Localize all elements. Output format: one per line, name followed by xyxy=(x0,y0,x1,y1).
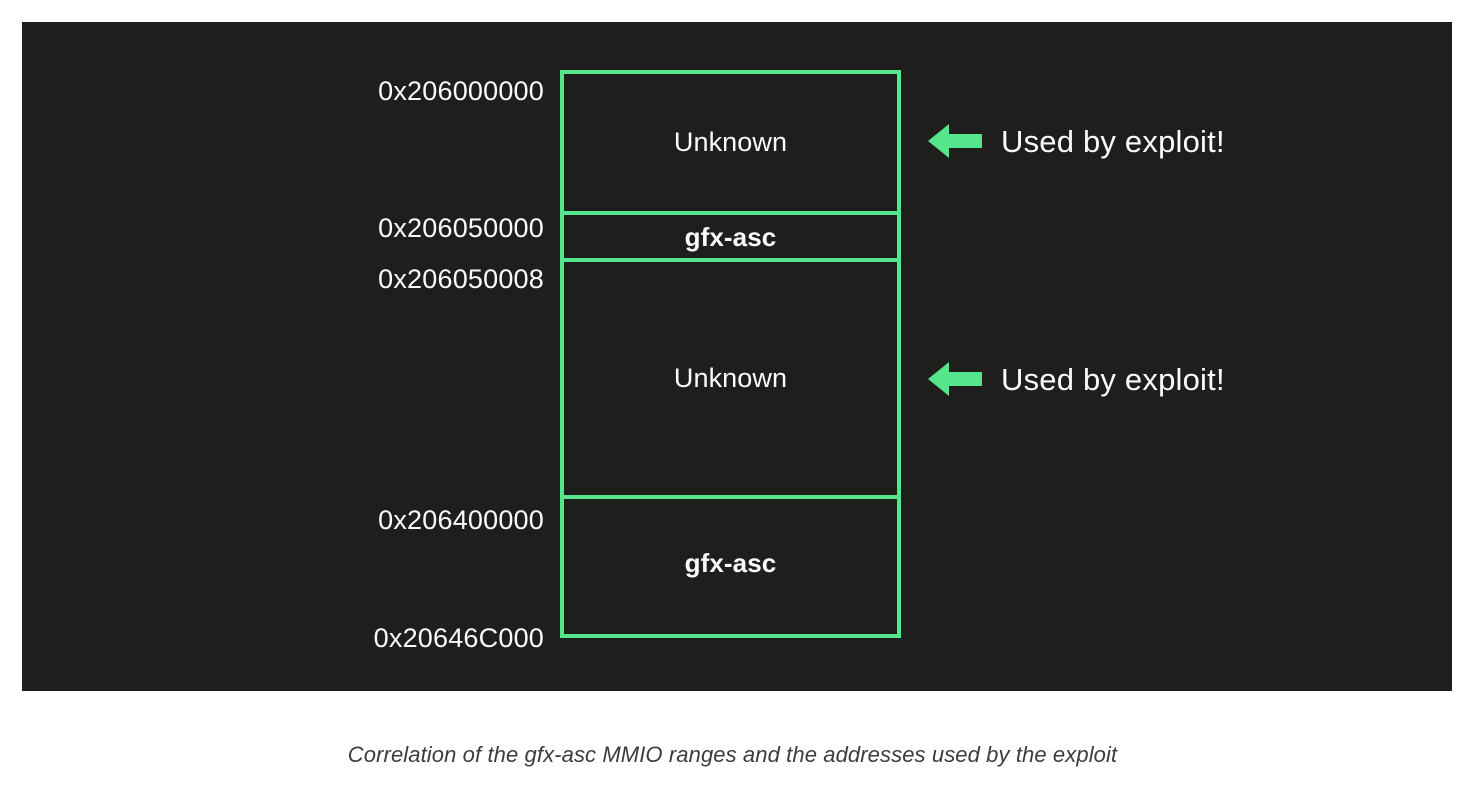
annotation-label: Used by exploit! xyxy=(1001,123,1225,159)
annotation-used-by-exploit-upper: Used by exploit! xyxy=(927,121,1225,161)
annotation-used-by-exploit-lower: Used by exploit! xyxy=(927,359,1225,399)
arrow-left-icon xyxy=(928,124,982,158)
memory-region-label: gfx-asc xyxy=(684,221,777,252)
memory-region-unknown-upper: Unknown xyxy=(564,74,897,211)
memory-map-box: Unknown gfx-asc Unknown gfx-asc xyxy=(560,70,901,638)
address-label-0x206000000: 0x206000000 xyxy=(378,76,544,106)
address-label-column: 0x206000000 0x206050000 0x206050008 0x20… xyxy=(172,70,552,652)
figure-panel: 0x206000000 0x206050000 0x206050008 0x20… xyxy=(22,22,1452,691)
annotation-label: Used by exploit! xyxy=(1001,361,1225,397)
memory-region-label: Unknown xyxy=(673,363,788,393)
address-label-0x206050008: 0x206050008 xyxy=(378,264,544,294)
memory-region-unknown-lower: Unknown xyxy=(564,258,897,495)
address-label-0x20646C000: 0x20646C000 xyxy=(373,623,544,653)
memory-region-gfx-asc-upper: gfx-asc xyxy=(564,211,897,258)
arrow-left-icon xyxy=(928,362,982,396)
figure-caption: Correlation of the gfx-asc MMIO ranges a… xyxy=(347,742,1118,767)
address-label-0x206400000: 0x206400000 xyxy=(378,505,544,535)
address-label-0x206050000: 0x206050000 xyxy=(378,213,544,243)
memory-region-gfx-asc-lower: gfx-asc xyxy=(564,495,897,626)
memory-region-label: Unknown xyxy=(673,127,788,157)
memory-region-label: gfx-asc xyxy=(684,547,777,578)
